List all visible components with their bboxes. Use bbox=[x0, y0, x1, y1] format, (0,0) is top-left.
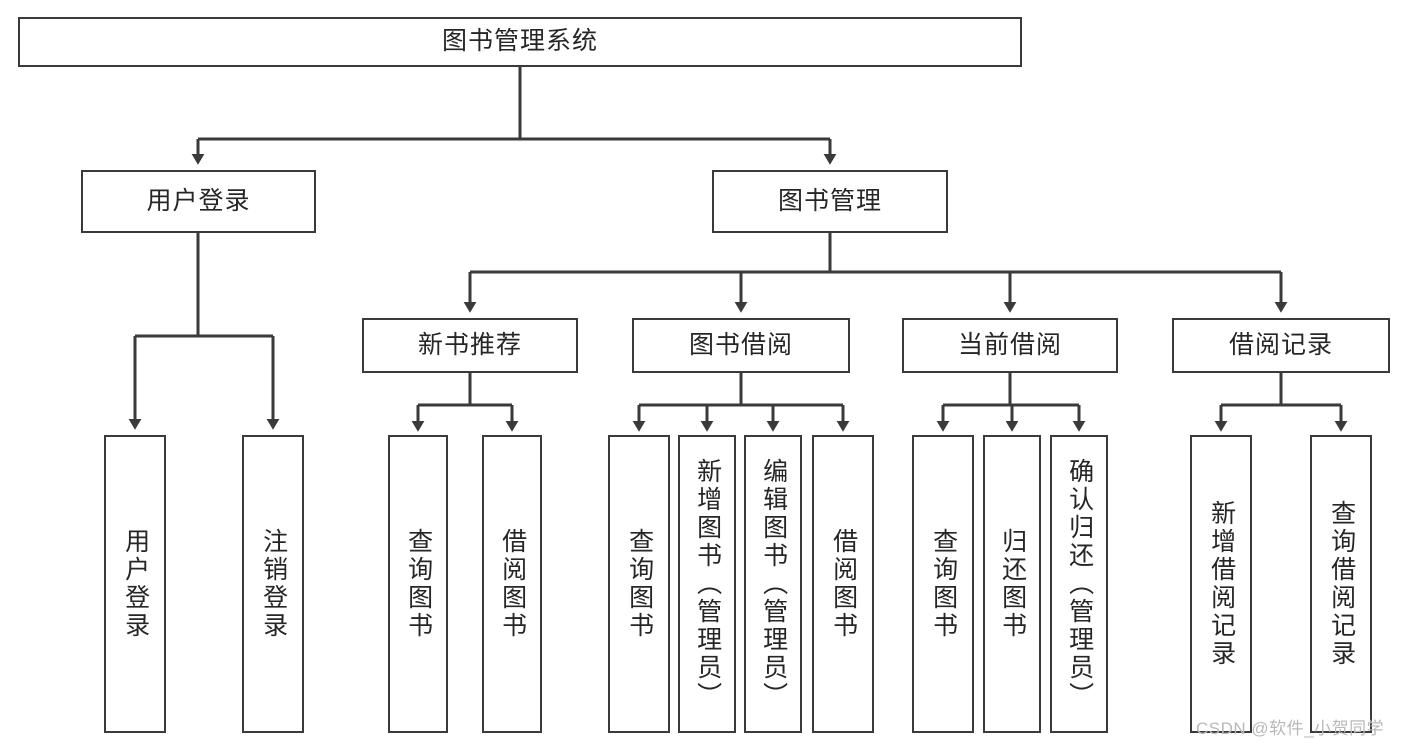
node-leaf-borrow-book-recommend[interactable]: 借阅图书 bbox=[482, 435, 542, 733]
node-leaf-add-book-admin[interactable]: 新增图书（管理员） bbox=[678, 435, 736, 733]
node-new-book-recommend[interactable]: 新书推荐 bbox=[362, 318, 578, 373]
node-current-borrow[interactable]: 当前借阅 bbox=[902, 318, 1118, 373]
node-leaf-query-book-recommend[interactable]: 查询图书 bbox=[388, 435, 448, 733]
node-leaf-query-borrow-record-label: 查询借阅记录 bbox=[1327, 500, 1356, 668]
node-leaf-query-borrow-record[interactable]: 查询借阅记录 bbox=[1310, 435, 1372, 733]
node-root-system[interactable]: 图书管理系统 bbox=[18, 17, 1022, 67]
node-user-login[interactable]: 用户登录 bbox=[81, 170, 316, 233]
node-leaf-borrow-book-recommend-label: 借阅图书 bbox=[498, 528, 527, 640]
node-leaf-query-book-current[interactable]: 查询图书 bbox=[912, 435, 974, 733]
node-leaf-logout[interactable]: 注销登录 bbox=[242, 435, 304, 733]
node-leaf-query-book-current-label: 查询图书 bbox=[929, 528, 958, 640]
node-leaf-query-book-recommend-label: 查询图书 bbox=[404, 528, 433, 640]
node-book-borrow-label: 图书借阅 bbox=[688, 330, 793, 359]
node-borrow-record-label: 借阅记录 bbox=[1228, 330, 1333, 359]
node-leaf-user-login-label: 用户登录 bbox=[121, 528, 150, 640]
node-book-manage[interactable]: 图书管理 bbox=[712, 170, 948, 233]
node-leaf-add-book-admin-label: 新增图书（管理员） bbox=[693, 458, 722, 710]
node-leaf-borrow-book[interactable]: 借阅图书 bbox=[812, 435, 874, 733]
node-leaf-borrow-book-label: 借阅图书 bbox=[829, 528, 858, 640]
node-leaf-logout-label: 注销登录 bbox=[259, 528, 288, 640]
node-leaf-return-book[interactable]: 归还图书 bbox=[983, 435, 1041, 733]
node-leaf-query-book-borrow[interactable]: 查询图书 bbox=[608, 435, 670, 733]
node-leaf-edit-book-admin[interactable]: 编辑图书（管理员） bbox=[744, 435, 802, 733]
node-current-borrow-label: 当前借阅 bbox=[957, 330, 1062, 359]
node-new-book-recommend-label: 新书推荐 bbox=[417, 330, 522, 359]
node-leaf-return-book-label: 归还图书 bbox=[998, 528, 1027, 640]
node-book-borrow[interactable]: 图书借阅 bbox=[632, 318, 850, 373]
node-user-login-label: 用户登录 bbox=[146, 186, 251, 215]
node-leaf-confirm-return-admin-label: 确认归还（管理员） bbox=[1065, 458, 1094, 710]
csdn-watermark: CSDN @软件_小贺同学 bbox=[1196, 719, 1385, 738]
node-leaf-add-borrow-record[interactable]: 新增借阅记录 bbox=[1190, 435, 1252, 733]
node-root-label: 图书管理系统 bbox=[441, 27, 598, 56]
node-leaf-user-login[interactable]: 用户登录 bbox=[104, 435, 166, 733]
node-leaf-confirm-return-admin[interactable]: 确认归还（管理员） bbox=[1050, 435, 1108, 733]
node-book-manage-label: 图书管理 bbox=[777, 186, 882, 215]
node-borrow-record[interactable]: 借阅记录 bbox=[1172, 318, 1390, 373]
node-leaf-edit-book-admin-label: 编辑图书（管理员） bbox=[759, 458, 788, 710]
node-leaf-query-book-borrow-label: 查询图书 bbox=[625, 528, 654, 640]
node-leaf-add-borrow-record-label: 新增借阅记录 bbox=[1207, 500, 1236, 668]
